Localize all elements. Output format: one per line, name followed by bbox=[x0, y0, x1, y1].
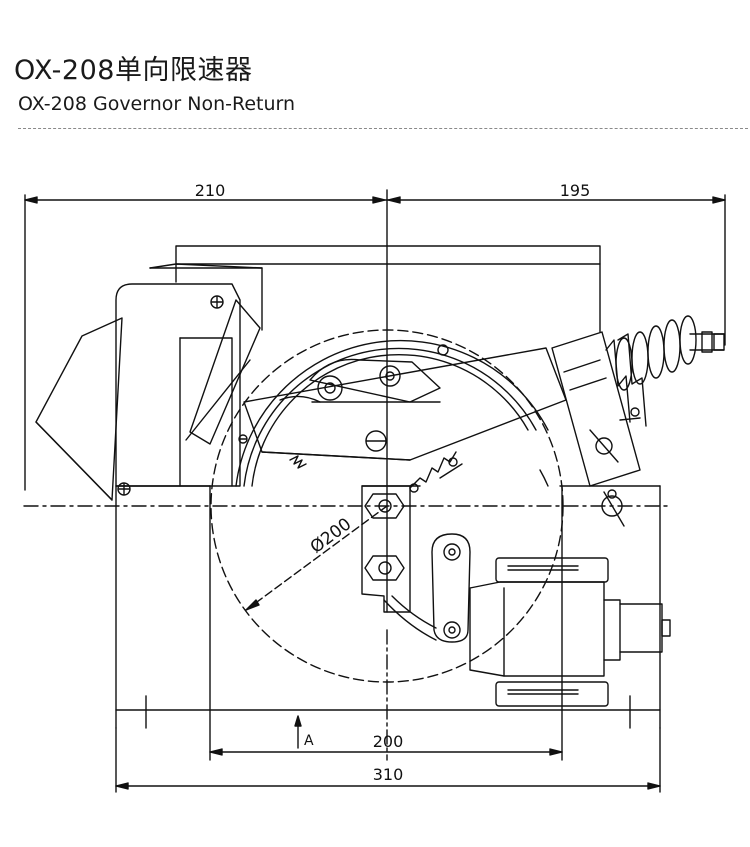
sheave-rim bbox=[235, 339, 549, 487]
bolt-lower bbox=[364, 555, 405, 581]
top-dimension-lines bbox=[24, 194, 726, 491]
bottom-dimension-lines bbox=[115, 485, 661, 793]
section-mark-arrow bbox=[294, 715, 302, 749]
screw-mid-left bbox=[238, 434, 248, 444]
spring-bracket bbox=[551, 331, 641, 487]
header-divider bbox=[18, 128, 748, 129]
bolt-upper bbox=[364, 493, 405, 519]
page-title-chinese: OX-208单向限速器 bbox=[14, 55, 253, 86]
left-clamp-housing bbox=[35, 263, 263, 501]
lever-pivot bbox=[365, 430, 387, 452]
screw-right-frame bbox=[601, 489, 625, 527]
spring-link-diagonal bbox=[409, 451, 463, 493]
link-arm bbox=[383, 533, 471, 643]
tripping-lever bbox=[243, 347, 567, 461]
brake-body bbox=[469, 581, 671, 677]
diameter-leader-line bbox=[245, 505, 388, 611]
screw-top-left bbox=[210, 295, 224, 309]
base-frame bbox=[115, 485, 661, 729]
page-title-english: OX-208 Governor Non-Return bbox=[18, 93, 296, 115]
dimension-left-width: 210 bbox=[195, 181, 226, 200]
dimension-bottom-overall: 310 bbox=[373, 765, 404, 784]
adjusting-screw-right bbox=[589, 407, 641, 463]
screw-bottom-left bbox=[117, 482, 131, 496]
spring-rod bbox=[689, 331, 725, 353]
sheave-pitch-circle bbox=[210, 329, 564, 683]
flyweight-mechanism bbox=[279, 344, 449, 469]
brake-shoe-lower bbox=[495, 681, 609, 707]
brake-shoe-upper bbox=[495, 557, 609, 583]
dimension-right-width: 195 bbox=[560, 181, 591, 200]
spring-coil bbox=[605, 315, 697, 427]
dimension-bottom-inner: 200 bbox=[373, 732, 404, 751]
dimension-sheave-diameter: Ø200 bbox=[307, 514, 356, 558]
section-mark-label: A bbox=[304, 733, 314, 749]
